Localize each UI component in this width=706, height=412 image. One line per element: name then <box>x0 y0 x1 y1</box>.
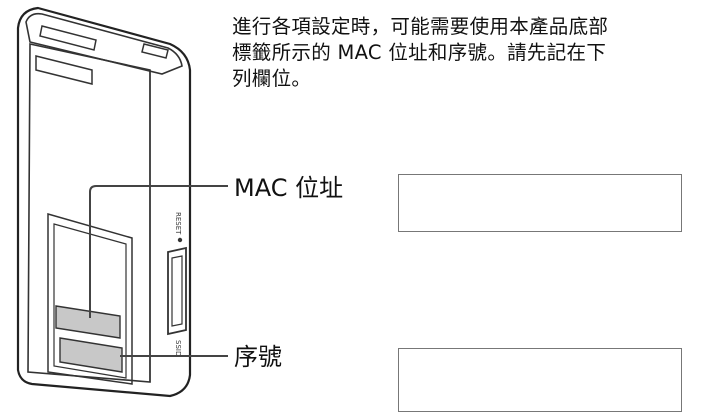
instruction-line-1: 進行各項設定時，可能需要使用本產品底部 <box>232 15 609 38</box>
mac-address-label: MAC 位址 <box>234 174 344 202</box>
top-slot <box>39 25 97 51</box>
router-illustration: RESET SSID <box>16 6 228 398</box>
router-top-surface <box>25 12 183 75</box>
instruction-line-2: 標籤所示的 MAC 位址和序號。請先記在下 <box>232 41 607 64</box>
mac-leader-line <box>89 185 228 318</box>
instruction-line-3: 列欄位。 <box>232 67 312 90</box>
front-vent <box>35 55 93 85</box>
bottom-label-panel <box>47 213 133 385</box>
router-body-outline <box>16 6 192 398</box>
serial-number-sticker <box>59 337 123 373</box>
top-button <box>141 43 169 59</box>
instruction-text: 進行各項設定時，可能需要使用本產品底部 標籤所示的 MAC 位址和序號。請先記在… <box>232 14 702 92</box>
serial-number-write-box <box>398 348 682 412</box>
reset-side-text: RESET <box>174 212 182 235</box>
mac-address-sticker <box>55 305 121 339</box>
side-port-inner <box>171 255 183 327</box>
mac-address-write-box <box>398 174 682 232</box>
ssid-side-text: SSID <box>174 340 182 356</box>
side-port <box>167 246 187 336</box>
label-panel-inner <box>53 223 127 379</box>
serial-number-label: 序號 <box>234 343 282 371</box>
reset-hole-icon <box>177 237 183 243</box>
